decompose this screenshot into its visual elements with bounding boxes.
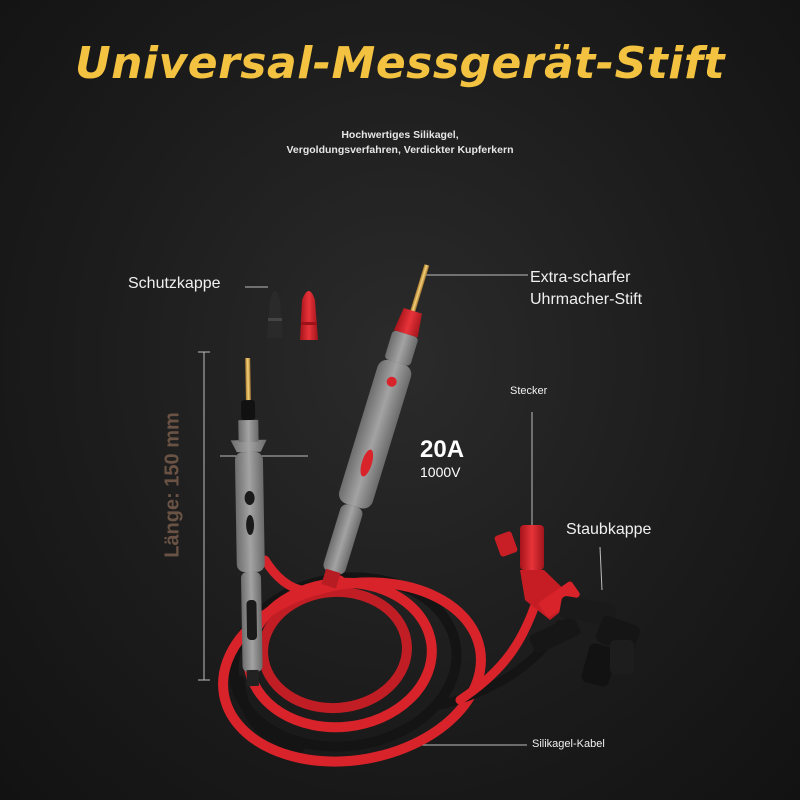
- voltage-rating: 1000V: [420, 464, 461, 480]
- subtitle-line-2: Vergoldungsverfahren, Verdickter Kupferk…: [286, 144, 514, 156]
- coiled-cables: [218, 555, 565, 767]
- length-label: Länge: 150 mm: [161, 412, 184, 558]
- page-title: Universal-Messgerät-Stift: [74, 38, 726, 89]
- black-probe: [230, 357, 267, 687]
- tip-label-line-1: Extra-scharfer: [530, 269, 631, 286]
- rating-label: 20A 1000V: [420, 437, 464, 481]
- dust-cap-label: Staubkappe: [566, 521, 652, 538]
- tip-label: Extra-scharfer Uhrmacher-Stift: [530, 267, 730, 311]
- plug-label: Stecker: [510, 385, 548, 397]
- current-rating: 20A: [420, 436, 465, 463]
- subtitle-line-1: Hochwertiges Silikagel,: [341, 129, 459, 141]
- protective-caps: [267, 291, 318, 340]
- red-probe: [321, 264, 430, 589]
- cable-label: Silikagel-Kabel: [532, 738, 605, 750]
- subtitle: Hochwertiges Silikagel, Vergoldungsverfa…: [0, 128, 800, 158]
- tip-label-line-2: Uhrmacher-Stift: [530, 291, 643, 308]
- black-banana-plug: [529, 596, 640, 687]
- protective-cap-label: Schutzkappe: [128, 275, 221, 292]
